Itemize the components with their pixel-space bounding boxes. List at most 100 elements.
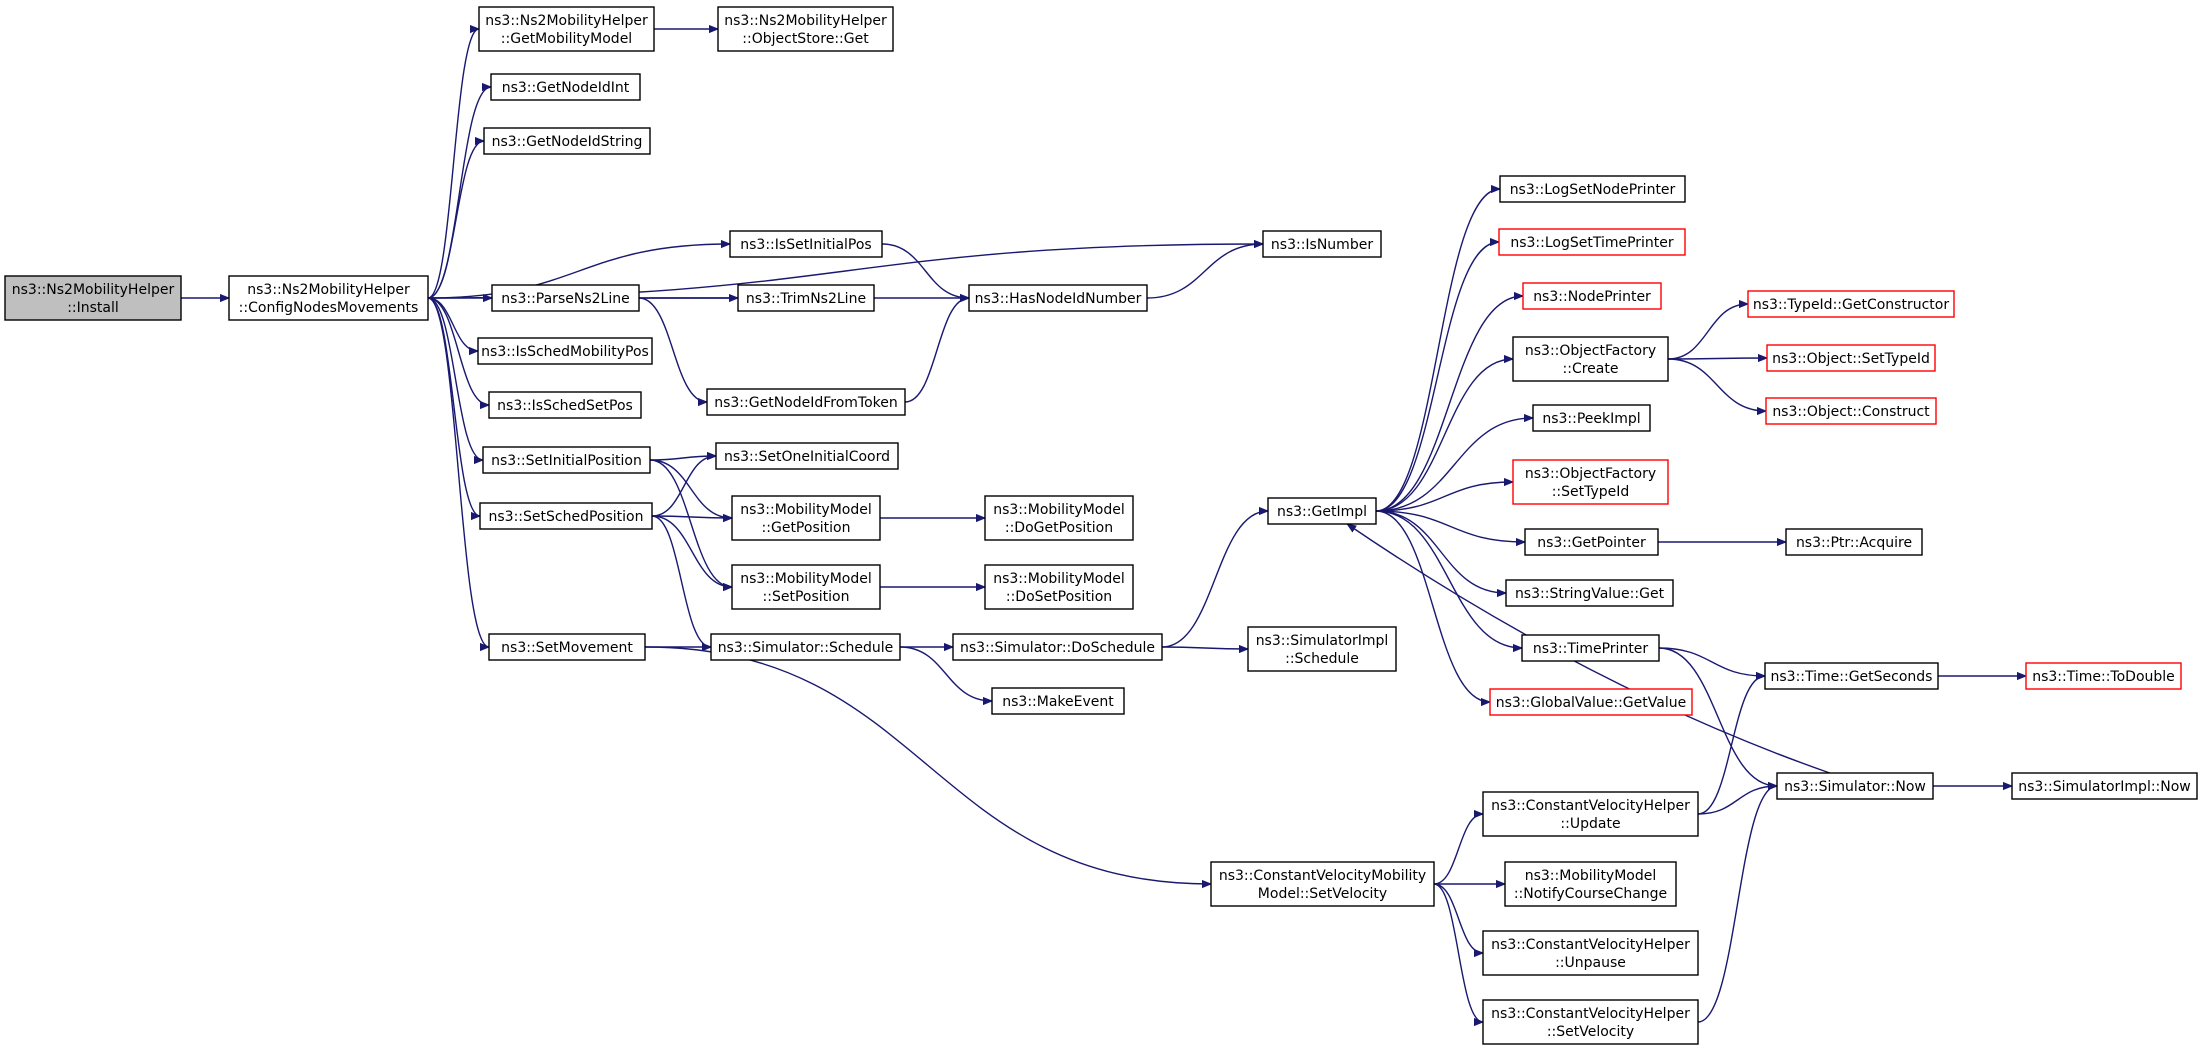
node-ptr-acquire[interactable]: ns3::Ptr::Acquire: [1785, 528, 1923, 556]
node-objstore[interactable]: ns3::Ns2MobilityHelper::ObjectStore::Get: [717, 6, 894, 52]
edge-cvmm-setvelocity-to-cvh-update: [1433, 814, 1484, 885]
node-box: [488, 633, 646, 661]
node-isschedsetpos[interactable]: ns3::IsSchedSetPos: [488, 391, 642, 419]
edge-getnodeidfromtoken-to-hasnodeidnumber: [904, 298, 970, 403]
node-isnumber[interactable]: ns3::IsNumber: [1262, 230, 1382, 258]
edge-line: [1667, 358, 1766, 411]
node-label: ns3::MakeEvent: [1002, 694, 1114, 710]
node-cvh-unpause[interactable]: ns3::ConstantVelocityHelper::Unpause: [1482, 930, 1699, 976]
node-nodeprinter[interactable]: ns3::NodePrinter: [1522, 282, 1662, 310]
node-box: [2025, 662, 2182, 690]
node-getnodeidfromtoken[interactable]: ns3::GetNodeIdFromToken: [706, 388, 906, 416]
node-getimpl[interactable]: ns3::GetImpl: [1267, 497, 1377, 525]
node-time-getseconds[interactable]: ns3::Time::GetSeconds: [1764, 662, 1939, 690]
edge-sim-schedule-to-makeevent: [899, 646, 992, 701]
node-globalvalue-getvalue[interactable]: ns3::GlobalValue::GetValue: [1489, 688, 1693, 716]
node-object-construct[interactable]: ns3::Object::Construct: [1765, 397, 1937, 425]
node-box: [1505, 579, 1674, 607]
node-label: ::SetPosition: [763, 589, 850, 605]
edge-line: [1667, 304, 1748, 360]
node-getnodeidint[interactable]: ns3::GetNodeIdInt: [490, 73, 641, 101]
node-getpointer[interactable]: ns3::GetPointer: [1524, 528, 1659, 556]
edge-timeprinter-to-time-getseconds: [1658, 647, 1765, 676]
node-setmovement[interactable]: ns3::SetMovement: [488, 633, 646, 661]
node-label: ns3::IsNumber: [1271, 237, 1373, 253]
node-hasnodeidnumber[interactable]: ns3::HasNodeIdNumber: [968, 284, 1148, 312]
node-box: [491, 284, 640, 312]
edge-line: [1375, 189, 1500, 512]
node-label: ns3::ConstantVelocityMobility: [1219, 868, 1426, 884]
node-getmob[interactable]: ns3::Ns2MobilityHelper::GetMobilityModel: [478, 6, 655, 52]
node-trimns2line[interactable]: ns3::TrimNs2Line: [737, 284, 875, 312]
node-simimpl-now[interactable]: ns3::SimulatorImpl::Now: [2011, 772, 2198, 800]
node-typeid-getconstructor[interactable]: ns3::TypeId::GetConstructor: [1747, 290, 1955, 318]
edge-config-to-getnodeidstr: [427, 141, 485, 299]
node-setoneinitialcoord[interactable]: ns3::SetOneInitialCoord: [715, 442, 899, 470]
edge-sim-doschedule-to-simimpl-schedule: [1161, 647, 1248, 649]
node-objfactory-create[interactable]: ns3::ObjectFactory::Create: [1512, 336, 1669, 382]
node-sim-schedule[interactable]: ns3::Simulator::Schedule: [710, 633, 901, 661]
edge-line: [1146, 244, 1263, 299]
edge-setschedposition-to-mm-setposition: [651, 515, 732, 587]
node-label: ns3::ConstantVelocityHelper: [1491, 1006, 1690, 1022]
edge-line: [638, 297, 708, 402]
node-config[interactable]: ns3::Ns2MobilityHelper::ConfigNodesMovem…: [228, 275, 429, 321]
node-stringvalue-get[interactable]: ns3::StringValue::Get: [1505, 579, 1674, 607]
edge-config-to-issetinitialpos: [427, 244, 730, 299]
node-setinitialposition[interactable]: ns3::SetInitialPosition: [482, 446, 651, 474]
node-box: [710, 633, 901, 661]
node-setschedposition[interactable]: ns3::SetSchedPosition: [479, 502, 653, 530]
edge-getimpl-to-logsetnodeprinter: [1375, 189, 1500, 512]
node-mm-setposition[interactable]: ns3::MobilityModel::SetPosition: [731, 564, 881, 610]
node-label: ns3::TimePrinter: [1533, 641, 1649, 657]
node-sim-now[interactable]: ns3::Simulator::Now: [1776, 772, 1934, 800]
node-issetinitialpos[interactable]: ns3::IsSetInitialPos: [729, 230, 883, 258]
node-box: [715, 442, 899, 470]
node-box: [729, 230, 883, 258]
node-box: [1489, 688, 1693, 716]
node-simimpl-schedule[interactable]: ns3::SimulatorImpl::Schedule: [1247, 626, 1397, 672]
node-cvh-setvelocity[interactable]: ns3::ConstantVelocityHelper::SetVelocity: [1482, 999, 1699, 1045]
node-mm-notifycoursechange[interactable]: ns3::MobilityModel::NotifyCourseChange: [1504, 861, 1677, 907]
edge-line: [1375, 359, 1513, 512]
node-box: [1247, 626, 1397, 672]
node-label: ns3::TrimNs2Line: [746, 291, 866, 307]
node-mm-getposition[interactable]: ns3::MobilityModel::GetPosition: [731, 495, 881, 541]
node-box: [1512, 459, 1669, 505]
edge-issetinitialpos-to-hasnodeidnumber: [881, 243, 969, 298]
node-label: ::NotifyCourseChange: [1514, 886, 1667, 902]
node-box: [1262, 230, 1382, 258]
node-install[interactable]: ns3::Ns2MobilityHelper::Install: [4, 275, 182, 321]
node-time-todouble[interactable]: ns3::Time::ToDouble: [2025, 662, 2182, 690]
node-label: ns3::Ns2MobilityHelper: [247, 282, 410, 298]
edge-line: [1375, 482, 1513, 512]
node-label: ns3::SimulatorImpl::Now: [2018, 779, 2191, 795]
node-parsens2line[interactable]: ns3::ParseNs2Line: [491, 284, 640, 312]
node-object-settypeid[interactable]: ns3::Object::SetTypeId: [1766, 344, 1936, 372]
edge-timeprinter-to-sim-now: [1658, 647, 1777, 786]
edge-line: [427, 29, 480, 299]
node-mm-dosetposition[interactable]: ns3::MobilityModel::DoSetPosition: [984, 564, 1134, 610]
edge-setschedposition-to-setoneinitialcoord: [651, 456, 717, 517]
node-makeevent[interactable]: ns3::MakeEvent: [991, 687, 1125, 715]
node-label: ns3::GlobalValue::GetValue: [1496, 695, 1686, 711]
node-sim-doschedule[interactable]: ns3::Simulator::DoSchedule: [952, 633, 1163, 661]
edge-parsens2line-to-getnodeidfromtoken: [638, 297, 708, 402]
edge-line: [427, 297, 490, 647]
node-getnodeidstr[interactable]: ns3::GetNodeIdString: [483, 127, 651, 155]
node-cvmm-setvelocity[interactable]: ns3::ConstantVelocityMobilityModel::SetV…: [1210, 861, 1435, 907]
node-label: ns3::MobilityModel: [993, 571, 1125, 587]
node-isschedmobpos[interactable]: ns3::IsSchedMobilityPos: [477, 337, 653, 365]
node-objfactory-settypeid[interactable]: ns3::ObjectFactory::SetTypeId: [1512, 459, 1669, 505]
edge-line: [651, 515, 712, 647]
edge-line: [1375, 510, 1506, 593]
node-label: ::Schedule: [1285, 651, 1359, 667]
node-logsettimeprinter[interactable]: ns3::LogSetTimePrinter: [1498, 228, 1686, 256]
node-timeprinter[interactable]: ns3::TimePrinter: [1521, 634, 1660, 662]
node-logsetnodeprinter[interactable]: ns3::LogSetNodePrinter: [1499, 175, 1686, 203]
node-peekimpl[interactable]: ns3::PeekImpl: [1532, 404, 1651, 432]
node-mm-dogetposition[interactable]: ns3::MobilityModel::DoGetPosition: [984, 495, 1134, 541]
edge-line: [1375, 510, 1522, 648]
edge-cvmm-setvelocity-to-cvh-unpause: [1433, 883, 1484, 953]
node-cvh-update[interactable]: ns3::ConstantVelocityHelper::Update: [1482, 791, 1699, 837]
